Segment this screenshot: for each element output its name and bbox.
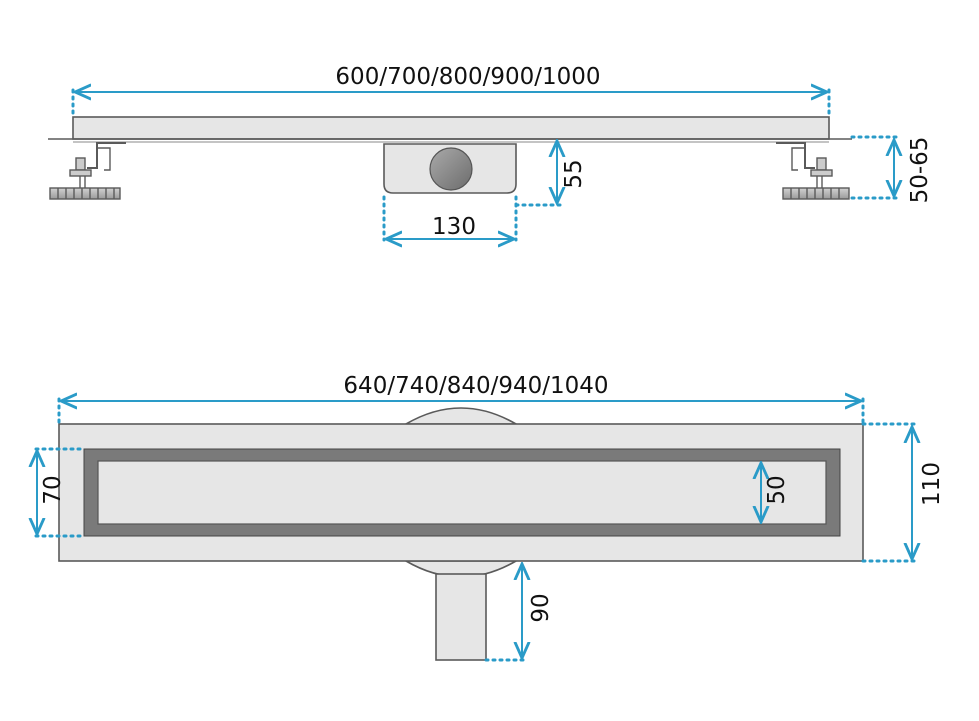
right-leg-pad: [782, 187, 850, 200]
left-adjustable-leg: [49, 142, 126, 200]
dim-outlet-width: 130: [382, 195, 518, 240]
outlet-height-label: 55: [561, 159, 587, 188]
grate-width-label: 50: [764, 475, 790, 504]
side-total-length-label: 600/700/800/900/1000: [335, 64, 600, 90]
top-total-length-label: 640/740/840/940/1040: [343, 373, 608, 399]
side-view: 600/700/800/900/1000 55 130 50-65: [48, 64, 933, 240]
outlet-pipe: [435, 573, 487, 661]
right-adjustable-leg: [776, 142, 850, 200]
top-view: 640/740/840/940/1040 110 70 50 90: [36, 373, 945, 662]
channel-bar: [72, 116, 830, 140]
outlet-width-label: 130: [432, 214, 476, 240]
dim-grate-width: 50: [761, 463, 790, 522]
dim-outlet-height: 55: [514, 141, 587, 207]
outlet-box: [383, 143, 517, 194]
channel-width-label: 70: [40, 475, 66, 504]
frame-depth-label: 110: [919, 462, 945, 506]
dim-top-total-length: 640/740/840/940/1040: [57, 373, 865, 426]
left-leg-pad: [49, 187, 121, 200]
dim-outlet-pipe-depth: 90: [484, 564, 554, 662]
dim-frame-depth: 110: [861, 422, 945, 563]
dim-channel-width: 70: [36, 447, 86, 538]
dim-leg-height: 50-65: [850, 135, 933, 204]
outlet-pipe-depth-label: 90: [528, 593, 554, 622]
leg-height-label: 50-65: [907, 137, 933, 204]
dim-side-total-length: 600/700/800/900/1000: [71, 64, 831, 119]
drain-hole-icon: [429, 147, 473, 191]
grate: [97, 460, 827, 525]
outlet-flange-top: [403, 407, 519, 425]
